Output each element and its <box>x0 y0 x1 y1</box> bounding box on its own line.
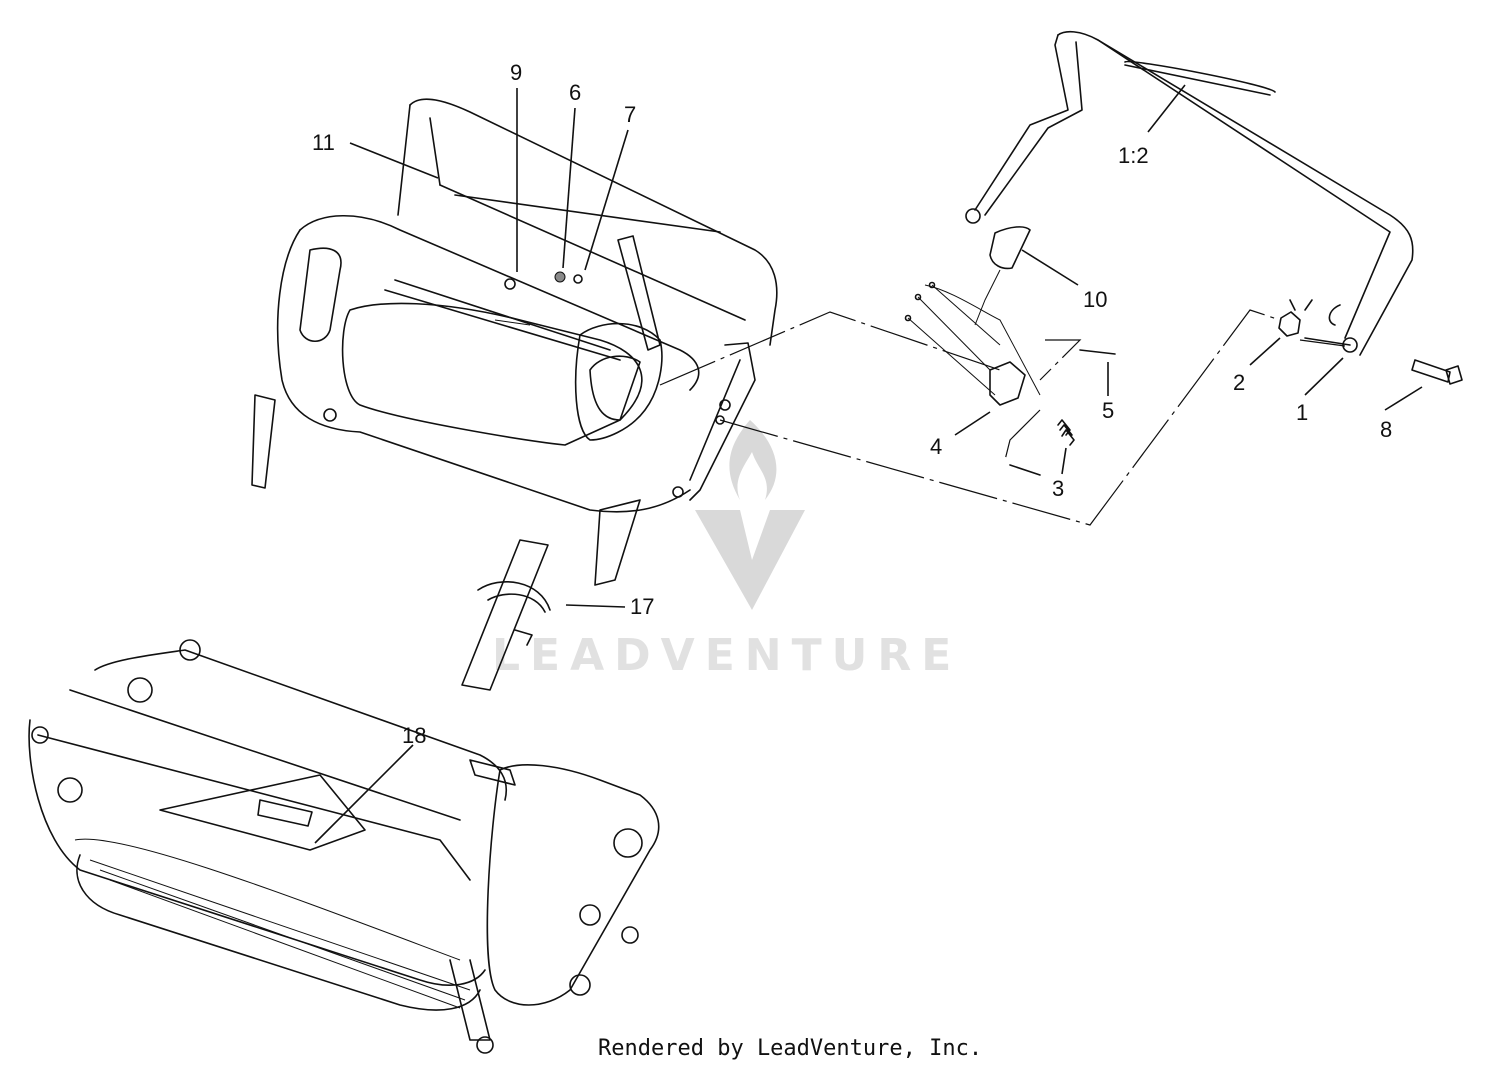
callout-5: 5 <box>1102 398 1114 423</box>
grass-catcher <box>251 98 778 586</box>
handle-hardware <box>904 226 1463 476</box>
leadventure-watermark: LEADVENTURE <box>492 420 961 681</box>
nut-2-icon <box>1278 311 1301 337</box>
nut-6-icon <box>554 271 566 283</box>
assembly-lines <box>659 309 1346 526</box>
mount-block-4-icon <box>989 361 1026 406</box>
callout-10: 10 <box>1083 287 1107 312</box>
callout-6: 6 <box>569 80 581 105</box>
reel-mower <box>28 639 660 1054</box>
callout-11: 11 <box>312 130 335 155</box>
watermark-text: LEADVENTURE <box>492 630 961 681</box>
cable-10-icon <box>989 226 1031 270</box>
catcher-hardware <box>504 271 583 290</box>
spring-3-icon <box>1057 419 1075 446</box>
handle-assembly <box>965 30 1414 356</box>
callout-8: 8 <box>1380 417 1392 442</box>
decal-icon <box>257 799 313 827</box>
callout-labels: 11 9 6 7 1:2 10 2 1 8 5 4 3 17 18 <box>312 60 1392 748</box>
bolt-8-icon <box>1411 359 1451 383</box>
callout-3: 3 <box>1052 476 1064 501</box>
washer-7-icon <box>573 274 583 284</box>
callout-7: 7 <box>624 102 636 127</box>
callout-18: 18 <box>402 723 426 748</box>
callout-2: 2 <box>1233 370 1245 395</box>
callout-1-2: 1:2 <box>1118 143 1149 168</box>
tube-clamp <box>461 539 551 691</box>
callout-9: 9 <box>510 60 522 85</box>
callout-17: 17 <box>630 594 654 619</box>
callout-4: 4 <box>930 434 942 459</box>
nut-9-icon <box>504 278 516 290</box>
leader-lines <box>314 84 1423 844</box>
render-credit: Rendered by LeadVenture, Inc. <box>598 1036 982 1061</box>
callout-1: 1 <box>1296 400 1308 425</box>
